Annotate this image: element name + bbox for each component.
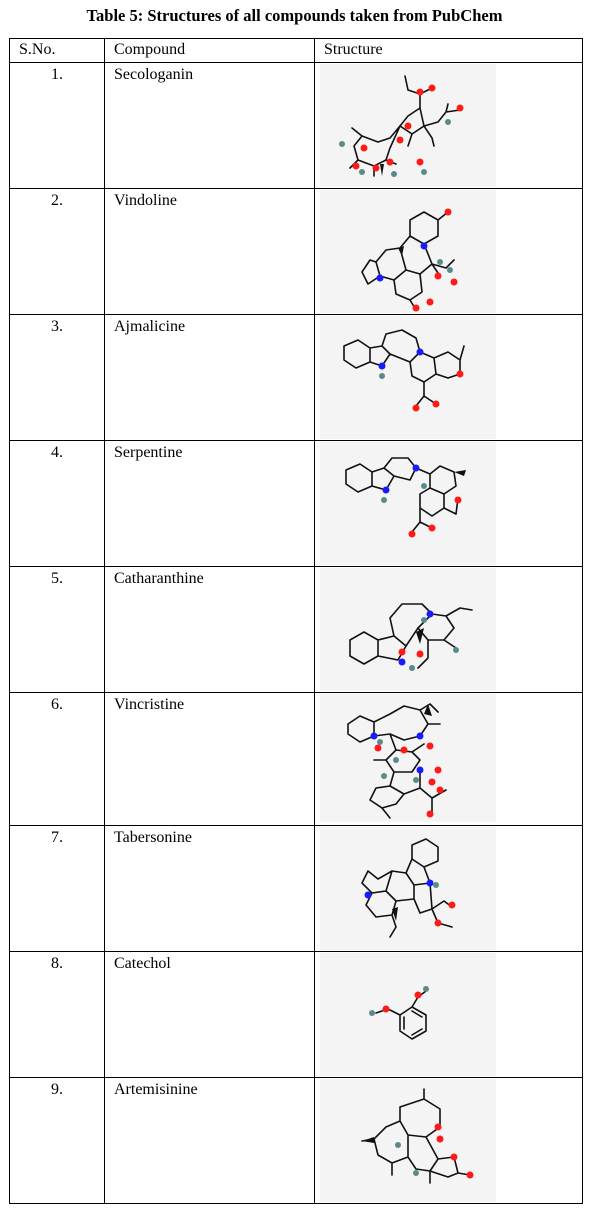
artemisinine-structure-image bbox=[320, 1079, 496, 1202]
compound-cell: Vindoline bbox=[104, 188, 315, 315]
compound-cell: Artemisinine bbox=[104, 1077, 315, 1204]
catharanthine-structure-image bbox=[320, 568, 496, 691]
table-row: 7. Tabersonine bbox=[9, 825, 583, 952]
compound-cell: Secologanin bbox=[104, 62, 315, 189]
sno-cell: 7. bbox=[9, 825, 105, 952]
table-row: 5. Catharanthine bbox=[9, 566, 583, 693]
table-row: 9. Artemisinine bbox=[9, 1077, 583, 1204]
header-row: S.No. Compound Structure bbox=[9, 38, 583, 63]
sno-cell: 4. bbox=[9, 440, 105, 567]
structure-cell bbox=[314, 825, 583, 952]
sno-cell: 1. bbox=[9, 62, 105, 189]
sno-cell: 8. bbox=[9, 951, 105, 1078]
vincristine-structure-icon bbox=[347, 703, 447, 819]
structure-cell bbox=[314, 314, 583, 441]
ajmalicine-structure-image bbox=[320, 316, 496, 439]
artemisinine-structure-icon bbox=[361, 1088, 474, 1184]
catharanthine-structure-icon bbox=[349, 603, 473, 671]
structure-cell bbox=[314, 692, 583, 826]
structure-cell bbox=[314, 440, 583, 567]
serpentine-structure-image bbox=[320, 442, 496, 565]
table-row: 3. Ajmalicine bbox=[9, 314, 583, 441]
table-caption: Table 5: Structures of all compounds tak… bbox=[86, 6, 503, 25]
table-row: 4. Serpentine bbox=[9, 440, 583, 567]
header-compound: Compound bbox=[104, 38, 315, 63]
compound-cell: Ajmalicine bbox=[104, 314, 315, 441]
vindoline-structure-icon bbox=[361, 208, 458, 312]
structure-cell bbox=[314, 62, 583, 189]
sno-cell: 3. bbox=[9, 314, 105, 441]
vincristine-structure-image bbox=[320, 694, 496, 822]
compound-cell: Catechol bbox=[104, 951, 315, 1078]
tabersonine-structure-icon bbox=[361, 838, 456, 938]
table-row: 6. Vincristine bbox=[9, 692, 583, 826]
compounds-table: S.No. Compound Structure 1. Secologanin bbox=[9, 38, 583, 1204]
sno-cell: 2. bbox=[9, 188, 105, 315]
structure-cell bbox=[314, 188, 583, 315]
table-row: 8. Catechol bbox=[9, 951, 583, 1078]
secologanin-structure-icon bbox=[339, 75, 464, 177]
table-row: 1. Secologanin bbox=[9, 62, 583, 189]
ajmalicine-structure-icon bbox=[343, 329, 465, 412]
catechol-structure-icon bbox=[369, 986, 429, 1040]
secologanin-structure-image bbox=[320, 64, 496, 187]
table-row: 2. Vindoline bbox=[9, 188, 583, 315]
structure-cell bbox=[314, 566, 583, 693]
sno-cell: 5. bbox=[9, 566, 105, 693]
tabersonine-structure-image bbox=[320, 827, 496, 950]
structure-cell bbox=[314, 1077, 583, 1204]
compound-cell: Catharanthine bbox=[104, 566, 315, 693]
compound-cell: Vincristine bbox=[104, 692, 315, 826]
sno-cell: 9. bbox=[9, 1077, 105, 1204]
serpentine-structure-icon bbox=[345, 457, 466, 538]
compound-cell: Tabersonine bbox=[104, 825, 315, 952]
header-structure: Structure bbox=[314, 38, 583, 63]
compound-cell: Serpentine bbox=[104, 440, 315, 567]
sno-cell: 6. bbox=[9, 692, 105, 826]
vindoline-structure-image bbox=[320, 190, 496, 313]
catechol-structure-image bbox=[320, 953, 496, 1076]
structure-cell bbox=[314, 951, 583, 1078]
header-sno: S.No. bbox=[9, 38, 105, 63]
